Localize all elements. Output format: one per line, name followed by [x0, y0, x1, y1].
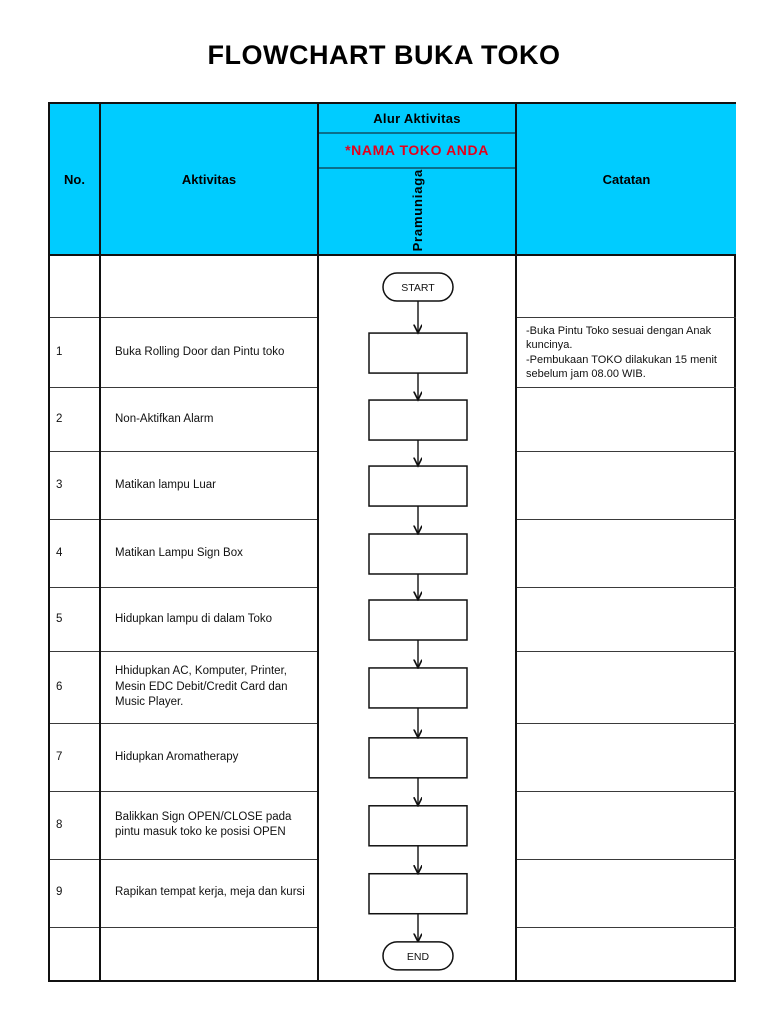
header-role-band: Pramuniaga — [319, 167, 515, 254]
table-cell-no — [50, 928, 99, 984]
header-label-role: Pramuniaga — [409, 169, 425, 252]
table-cell-note — [517, 928, 736, 984]
header-label-activity: Aktivitas — [181, 171, 237, 187]
table-cell-no-text: 3 — [56, 478, 63, 491]
table-cell-activity-text: Matikan lampu Luar — [115, 478, 216, 491]
table-cell-note-text: -Buka Pintu Toko sesuai dengan Anak kunc… — [526, 324, 717, 380]
header-cell-no: No. — [50, 104, 101, 256]
flow-end-node: END — [382, 941, 454, 971]
table-cell-activity: Hidupkan lampu di dalam Toko — [101, 588, 317, 653]
table-cell-no-text: 4 — [56, 546, 63, 559]
table-cell-activity-text: Matikan Lampu Sign Box — [115, 546, 243, 559]
column-notes: -Buka Pintu Toko sesuai dengan Anak kunc… — [517, 256, 736, 980]
table-cell-no: 7 — [50, 724, 99, 792]
table-cell-no: 4 — [50, 520, 99, 588]
table-cell-activity: Non-Aktifkan Alarm — [101, 388, 317, 453]
table-cell-activity-text: Balikkan Sign OPEN/CLOSE pada pintu masu… — [115, 810, 292, 839]
flow-process-box — [368, 399, 468, 441]
table-cell-activity-text: Hidupkan lampu di dalam Toko — [115, 612, 273, 625]
table-cell-no-text: 6 — [56, 680, 63, 693]
flow-process-box — [368, 872, 468, 915]
table-cell-activity: Matikan Lampu Sign Box — [101, 520, 317, 588]
table-cell-activity-text: Hhidupkan AC, Komputer, Printer, Mesin E… — [115, 665, 288, 709]
table-cell-note — [517, 860, 736, 928]
table-cell-activity — [101, 928, 317, 984]
table-cell-note — [517, 724, 736, 792]
header-label-no: No. — [64, 171, 85, 187]
table-cell-no: 2 — [50, 388, 99, 453]
table-cell-activity-text: Rapikan tempat kerja, meja dan kursi — [115, 886, 305, 899]
table-cell-activity-text: Non-Aktifkan Alarm — [115, 412, 214, 425]
table-cell-no: 6 — [50, 652, 99, 724]
flow-process-box — [368, 465, 468, 507]
table-cell-note — [517, 520, 736, 588]
header-label-flow-title: Alur Aktivitas — [373, 110, 461, 126]
header-label-store-name: *NAMA TOKO ANDA — [345, 141, 489, 158]
header-cell-flow: Alur Aktivitas *NAMA TOKO ANDA Pramuniag… — [319, 104, 517, 256]
column-no: 1 2 3 4 5 6 7 8 9 — [50, 256, 101, 980]
flow-process-box — [368, 667, 468, 709]
table-cell-no-text: 7 — [56, 750, 63, 763]
flow-process-box — [368, 533, 468, 575]
table-cell-activity-text: Buka Rolling Door dan Pintu toko — [115, 345, 285, 358]
flow-process-box — [368, 599, 468, 641]
flow-diagram: START END — [319, 256, 515, 980]
column-flow: START END — [319, 256, 517, 980]
table-cell-no-text: 2 — [56, 412, 63, 425]
table-cell-activity — [101, 256, 317, 319]
flow-process-box — [368, 332, 468, 374]
table-header-row: No. Aktivitas Alur Aktivitas *NAMA TOKO … — [50, 104, 736, 256]
table-cell-no-text: 1 — [56, 345, 63, 358]
table-cell-no-text: 5 — [56, 612, 63, 625]
table-cell-note — [517, 792, 736, 860]
table-cell-note — [517, 256, 736, 319]
table-cell-note — [517, 388, 736, 453]
table-cell-no: 9 — [50, 860, 99, 928]
table-cell-no: 1 — [50, 318, 99, 388]
header-store-name-band: *NAMA TOKO ANDA — [319, 132, 515, 169]
header-cell-activity: Aktivitas — [101, 104, 319, 256]
table-cell-activity: Balikkan Sign OPEN/CLOSE pada pintu masu… — [101, 792, 317, 860]
table-cell-no: 3 — [50, 452, 99, 520]
table-cell-no-text: 9 — [56, 886, 63, 899]
table-cell-no: 5 — [50, 588, 99, 653]
table-cell-activity-text: Hidupkan Aromatherapy — [115, 750, 239, 763]
table-cell-no — [50, 256, 99, 319]
flow-process-box — [368, 805, 468, 847]
flow-process-box — [368, 737, 468, 779]
table-body: 1 2 3 4 5 6 7 8 9 Buka Rolling Door dan Pintu to… — [50, 256, 736, 980]
header-label-notes: Catatan — [602, 171, 651, 187]
table-cell-activity: Hhidupkan AC, Komputer, Printer, Mesin E… — [101, 652, 317, 724]
table-cell-activity: Hidupkan Aromatherapy — [101, 724, 317, 792]
flow-start-node: START — [382, 272, 454, 302]
table-cell-note — [517, 452, 736, 520]
table-cell-note — [517, 652, 736, 724]
flow-start-node-label: START — [401, 282, 435, 294]
header-flow-title-band: Alur Aktivitas — [319, 104, 515, 134]
table-cell-activity: Buka Rolling Door dan Pintu toko — [101, 318, 317, 388]
table-cell-note: -Buka Pintu Toko sesuai dengan Anak kunc… — [517, 318, 736, 388]
page-title: FLOWCHART BUKA TOKO — [207, 40, 561, 70]
flowchart-table: No. Aktivitas Alur Aktivitas *NAMA TOKO … — [48, 102, 736, 982]
flow-end-node-label: END — [407, 951, 430, 963]
header-cell-notes: Catatan — [517, 104, 736, 256]
table-cell-note — [517, 588, 736, 653]
table-cell-no-text: 8 — [56, 818, 63, 831]
table-cell-no: 8 — [50, 792, 99, 860]
table-cell-activity: Matikan lampu Luar — [101, 452, 317, 520]
table-cell-activity: Rapikan tempat kerja, meja dan kursi — [101, 860, 317, 928]
